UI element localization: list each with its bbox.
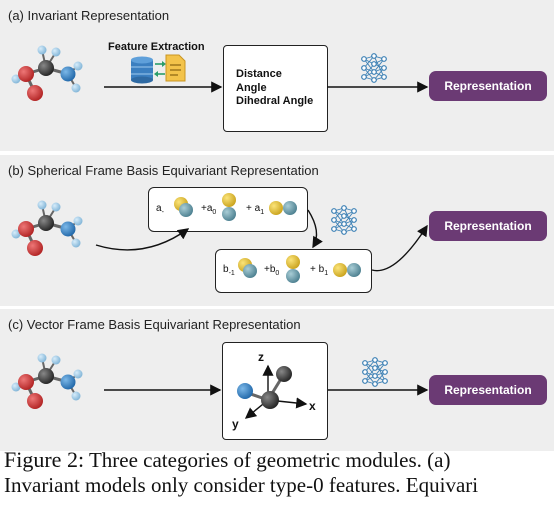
axis-y-label: y (232, 417, 239, 431)
coef-b-zero: +b0 (264, 264, 280, 277)
representation-box-a: Representation (429, 71, 547, 101)
caption-line-2: Invariant models only consider type-0 fe… (4, 473, 479, 497)
nitrogen-atom-icon (237, 383, 253, 399)
orbital-icon-b-minus (238, 258, 257, 278)
orbital-icon-a-minus (174, 197, 193, 217)
orbital-icon-a-one (269, 201, 297, 215)
coef-b-minus: b-1 (223, 264, 235, 277)
panel-b-title: (b) Spherical Frame Basis Equivariant Re… (8, 163, 319, 178)
diagram-graphics (10, 44, 429, 419)
database-icon (131, 56, 153, 84)
orbital-icon-b-one (333, 263, 361, 277)
molecule-icon-b (10, 199, 84, 258)
transfer-arrows-icon (154, 61, 166, 77)
arrow-b-3 (371, 224, 428, 272)
coef-a-minus: a- (156, 203, 164, 216)
neural-network-icon-a (361, 53, 387, 83)
feature-extraction-label: Feature Extraction (108, 41, 205, 53)
coef-b-one: + b1 (310, 264, 329, 277)
orbital-icon-b-zero (286, 255, 300, 283)
caption-line-1: Three categories of geometric modules. (… (88, 448, 451, 472)
molecule-icon-c (10, 352, 84, 411)
figure-caption: Figure 2: Three categories of geometric … (4, 447, 554, 498)
vector-frame-graphic (237, 364, 308, 419)
neural-network-icon-b (331, 205, 357, 235)
arrow-b-1 (95, 228, 190, 251)
feature-distance: Distance (236, 68, 282, 80)
axis-x-label: x (309, 399, 316, 413)
panel-spherical: (b) Spherical Frame Basis Equivariant Re… (0, 155, 554, 306)
molecule-icon-a (10, 44, 84, 103)
feature-angle: Angle (236, 81, 267, 94)
panel-vector: (c) Vector Frame Basis Equivariant Repre… (0, 309, 554, 451)
representation-box-c: Representation (429, 375, 547, 405)
document-icon (165, 54, 186, 82)
coef-a-one: + a1 (246, 203, 265, 216)
neural-network-icon-c (362, 357, 388, 387)
axis-z-label: z (258, 350, 264, 364)
figure-label: Figure 2: (4, 447, 85, 472)
panel-a-title: (a) Invariant Representation (8, 8, 170, 23)
panel-c-title: (c) Vector Frame Basis Equivariant Repre… (8, 317, 301, 332)
feature-dihedral-angle: Dihedral Angle (236, 95, 314, 107)
coef-a-zero: +a0 (201, 203, 217, 216)
representation-box-b: Representation (429, 211, 547, 241)
orbital-icon-a-zero (222, 193, 236, 221)
arrow-b-2 (307, 209, 323, 249)
feature-box: Distance Angle Dihedral Angle (223, 45, 328, 132)
center-atom-icon (261, 391, 279, 409)
panel-invariant: (a) Invariant Representation Feature Ext… (0, 0, 554, 151)
carbon-atom-icon (276, 366, 292, 382)
